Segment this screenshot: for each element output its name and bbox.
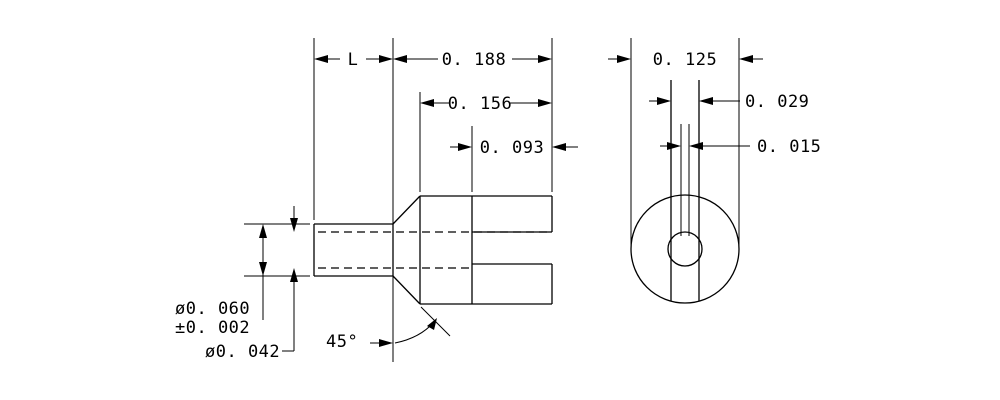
dim-center-line-label: 0. 015 xyxy=(757,137,821,157)
dim-chamfer-angle: 45° xyxy=(326,306,451,352)
dim-overall-length: 0. 188 xyxy=(393,50,552,70)
dim-outer-diameter-label: ø0. 060 xyxy=(175,299,250,319)
dim-length: L xyxy=(314,50,393,70)
dim-inner-diameter-label: ø0. 042 xyxy=(205,342,280,362)
dim-chamfer-angle-label: 45° xyxy=(326,332,358,352)
dim-slot-width: 0. 029 xyxy=(649,92,809,112)
chamfer xyxy=(392,195,421,305)
dim-fork-length: 0. 093 xyxy=(450,138,578,158)
end-view-outer-circle xyxy=(630,194,740,304)
dim-outer-tolerance-label: ±0. 002 xyxy=(175,318,250,338)
forked-body xyxy=(419,195,553,305)
dim-slot-width-label: 0. 029 xyxy=(745,92,809,112)
end-view: 0. 125 0. 029 0. 015 xyxy=(608,38,821,304)
side-view: L 0. 188 0. 156 0. 093 xyxy=(175,38,578,362)
dim-diameters: ø0. 060 ±0. 002 ø0. 042 xyxy=(175,206,298,362)
dim-fork-length-label: 0. 093 xyxy=(480,138,544,158)
dim-overall-length-label: 0. 188 xyxy=(442,50,506,70)
dim-length-label: L xyxy=(348,50,359,70)
dim-diameter-label: 0. 125 xyxy=(653,50,717,70)
dim-slot-depth-label: 0. 156 xyxy=(448,94,512,114)
dim-diameter: 0. 125 xyxy=(608,50,763,70)
dim-slot-depth: 0. 156 xyxy=(420,94,552,114)
end-view-inner-hole xyxy=(667,231,703,267)
extension-lines xyxy=(244,38,553,362)
dim-center-line: 0. 015 xyxy=(660,137,821,157)
